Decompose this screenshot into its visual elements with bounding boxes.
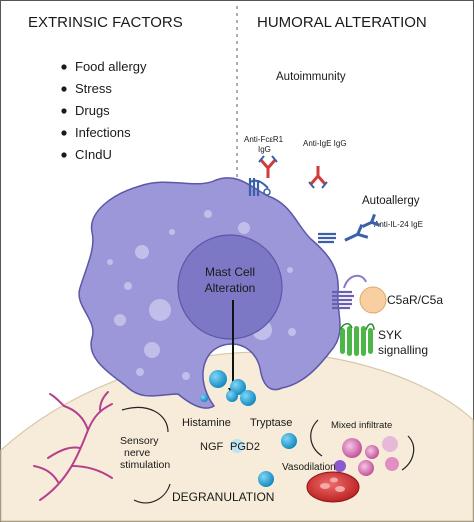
extrinsic-factors-title: EXTRINSIC FACTORS [28, 14, 183, 31]
bullet-icon [61, 86, 67, 92]
immune-cell-icon [358, 460, 374, 476]
infiltrate-cells [334, 436, 399, 476]
nucleus-label-line1: Mast Cell [205, 265, 255, 279]
curved-arrow-icon [401, 435, 415, 471]
rbc-icon [335, 486, 345, 492]
anti-fceri1-igg-icon [258, 155, 278, 178]
blood-vessel-icon [306, 471, 360, 503]
granule [230, 439, 244, 453]
syk-signalling-label: signalling [378, 343, 428, 357]
c5a-ligand-icon [359, 286, 387, 314]
histamine-label: Histamine [182, 417, 231, 429]
sensory-nerve-icon [33, 391, 113, 501]
rbc-icon [330, 477, 338, 483]
autoallergy-label: Autoallergy [362, 195, 420, 207]
humoral-alteration-title: HUMORAL ALTERATION [257, 14, 427, 31]
bullet-icon [61, 108, 67, 114]
granules [200, 370, 297, 487]
anti-fceri1-label: Anti-FcεR1 [244, 135, 284, 144]
curved-arrow-icon [310, 419, 323, 457]
pgd2-label: PGD2 [230, 441, 260, 453]
bullet-icon [61, 152, 67, 158]
syk-label: SYK [378, 328, 402, 342]
bullet-icon [61, 130, 67, 136]
granule [226, 390, 238, 402]
vasodilation-label: Vasodilation [282, 462, 336, 473]
factor-item: Infections [75, 125, 131, 140]
mixed-infiltrate-label: Mixed infiltrate [331, 420, 392, 431]
anti-il24-ige-icon [318, 213, 381, 244]
factor-item: Food allergy [75, 59, 147, 74]
autoimmunity-label: Autoimmunity [276, 71, 346, 83]
immune-cell-icon [382, 436, 398, 452]
immune-cell-icon [334, 460, 346, 472]
igg-label: IgG [258, 145, 271, 154]
curved-arrow-icon [121, 406, 169, 433]
granule [258, 471, 274, 487]
bullet-icon [61, 64, 67, 70]
granule [281, 433, 297, 449]
factor-item: Stress [75, 81, 112, 96]
immune-cell-icon [342, 438, 362, 458]
granule [240, 390, 256, 406]
sensory-label-line2: nerve [124, 447, 150, 459]
factor-item: CIndU [75, 147, 112, 162]
immune-cell-icon [365, 445, 379, 459]
factor-list: Food allergy Stress Drugs Infections CIn… [61, 59, 147, 162]
nucleus-label-line2: Alteration [205, 281, 256, 295]
degranulation-label: DEGRANULATION [172, 490, 274, 504]
c5ar-label: C5aR/C5a [387, 293, 443, 307]
rbc-icon [320, 483, 330, 489]
ngf-label: NGF [200, 441, 224, 453]
sensory-label-line3: stimulation [120, 459, 170, 471]
syk-receptor-icon [339, 323, 375, 356]
factor-item: Drugs [75, 103, 110, 118]
curved-arrow-icon [133, 483, 171, 504]
cytoplasm-vesicles [107, 210, 296, 380]
immune-cell-icon [385, 457, 399, 471]
granule [200, 394, 208, 402]
anti-il24-ige-label: Anti-IL-24 IgE [374, 220, 423, 229]
tryptase-label: Tryptase [250, 417, 292, 429]
anti-ige-igg-label: Anti-IgE IgG [303, 139, 347, 148]
c5ar-receptor [332, 274, 387, 314]
fceri-receptor [248, 178, 271, 196]
anti-ige-igg-icon [308, 166, 328, 189]
granule [209, 370, 227, 388]
nucleus [177, 234, 283, 340]
sensory-label-line1: Sensory [120, 435, 159, 447]
